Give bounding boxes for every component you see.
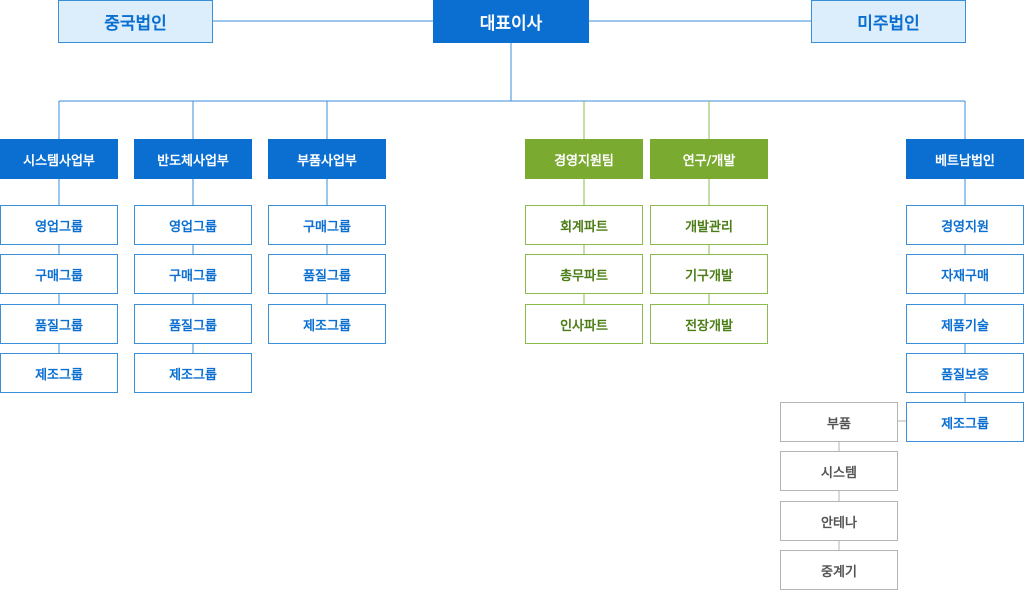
team-box: 제조그룹 [134,353,252,393]
team-box: 품질보증 [906,353,1024,393]
division-rnd: 연구/개발 [650,139,768,179]
team-box: 개발관리 [650,205,768,245]
manufacturing-unit: 중계기 [780,550,898,590]
team-box: 품질그룹 [268,254,386,294]
division-vietnam: 베트남법인 [906,139,1024,179]
team-box: 제품기술 [906,304,1024,344]
ceo-box: 대표이사 [433,0,589,43]
team-box: 총무파트 [525,254,643,294]
team-box: 제조그룹 [0,353,118,393]
team-box: 제조그룹 [268,304,386,344]
team-box: 영업그룹 [0,205,118,245]
team-box: 회계파트 [525,205,643,245]
manufacturing-unit: 안테나 [780,501,898,541]
team-box: 구매그룹 [0,254,118,294]
division-parts: 부품사업부 [268,139,386,179]
division-management-support: 경영지원팀 [525,139,643,179]
team-box: 품질그룹 [0,304,118,344]
team-box: 경영지원 [906,205,1024,245]
team-box: 구매그룹 [134,254,252,294]
manufacturing-unit: 부품 [780,402,898,442]
team-box: 구매그룹 [268,205,386,245]
team-box: 전장개발 [650,304,768,344]
team-box: 자재구매 [906,254,1024,294]
division-semiconductor: 반도체사업부 [134,139,252,179]
team-box: 인사파트 [525,304,643,344]
subsidiary-usa: 미주법인 [811,0,966,43]
team-box: 영업그룹 [134,205,252,245]
team-box: 기구개발 [650,254,768,294]
team-box: 제조그룹 [906,402,1024,442]
team-box: 품질그룹 [134,304,252,344]
division-system: 시스템사업부 [0,139,118,179]
manufacturing-unit: 시스템 [780,451,898,491]
subsidiary-china: 중국법인 [58,0,213,43]
